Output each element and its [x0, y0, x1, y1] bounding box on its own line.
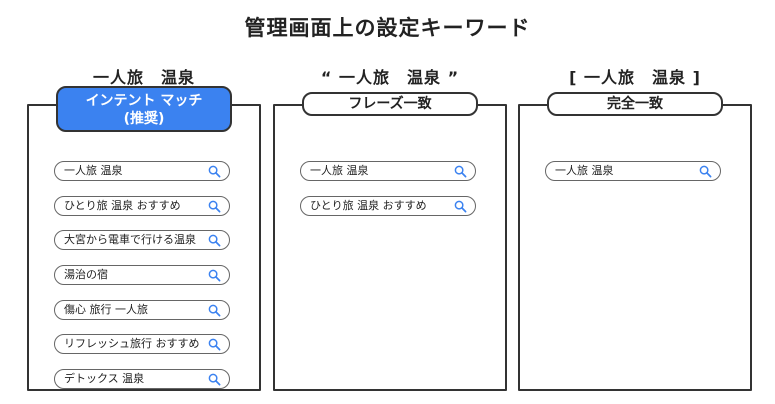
- search-box[interactable]: 大宮から電車で行ける温泉: [54, 230, 230, 251]
- search-icon: [208, 200, 221, 213]
- page-title: 管理画面上の設定キーワード: [244, 16, 531, 40]
- search-box[interactable]: 湯治の宿: [54, 265, 230, 286]
- match-type-tag: インテント マッチ (推奨): [56, 86, 232, 132]
- keyword-list: 一人旅 温泉 ひとり旅 温泉 おすすめ: [300, 161, 476, 230]
- search-box-text: 一人旅 温泉: [555, 164, 614, 177]
- keyword-list: 一人旅 温泉: [545, 161, 721, 196]
- search-icon: [208, 165, 221, 178]
- search-box-text: 一人旅 温泉: [310, 164, 369, 177]
- column-exact-match: [ 一人旅 温泉 ] 一人旅 温泉 完全一致: [518, 64, 752, 404]
- search-box-text: 大宮から電車で行ける温泉: [64, 233, 196, 247]
- search-box[interactable]: ひとり旅 温泉 おすすめ: [54, 195, 230, 216]
- search-icon: [699, 165, 712, 178]
- search-box-text: リフレッシュ旅行 おすすめ: [64, 337, 200, 351]
- column-heading: [ 一人旅 温泉 ]: [569, 68, 701, 87]
- match-type-note: (推奨): [123, 111, 165, 127]
- search-icon: [208, 304, 221, 317]
- search-box[interactable]: 一人旅 温泉: [300, 161, 476, 181]
- keyword-frame: 一人旅 温泉: [518, 104, 752, 391]
- search-icon: [454, 165, 467, 178]
- search-box[interactable]: 一人旅 温泉: [545, 161, 721, 181]
- search-box-text: ひとり旅 温泉 おすすめ: [310, 198, 427, 212]
- search-box-text: デトックス 温泉: [64, 372, 145, 386]
- search-box-text: 一人旅 温泉: [64, 164, 123, 177]
- column-heading: “ 一人旅 温泉 ”: [320, 68, 460, 87]
- keyword-frame: 一人旅 温泉 ひとり旅 温泉 おすすめ 大宮から電車で行ける温泉 湯治の宿 傷心…: [27, 104, 261, 391]
- search-box-text: ひとり旅 温泉 おすすめ: [64, 198, 181, 212]
- search-icon: [454, 200, 467, 213]
- keyword-frame: 一人旅 温泉 ひとり旅 温泉 おすすめ: [273, 104, 507, 391]
- search-icon: [208, 339, 221, 351]
- search-box-text: 湯治の宿: [64, 268, 108, 282]
- column-heading: 一人旅 温泉: [92, 68, 195, 87]
- search-box[interactable]: リフレッシュ旅行 おすすめ: [54, 334, 230, 355]
- search-box[interactable]: デトックス 温泉: [54, 369, 230, 390]
- keyword-list: 一人旅 温泉 ひとり旅 温泉 おすすめ 大宮から電車で行ける温泉 湯治の宿 傷心…: [54, 161, 230, 404]
- column-phrase-match: “ 一人旅 温泉 ” 一人旅 温泉 ひとり旅 温泉 おすすめ フレーズ一致: [273, 64, 507, 404]
- search-icon: [208, 235, 221, 247]
- match-type-tag: フレーズ一致: [302, 92, 478, 116]
- search-icon: [208, 269, 221, 282]
- search-box[interactable]: ひとり旅 温泉 おすすめ: [300, 195, 476, 216]
- match-type-tag: 完全一致: [547, 92, 723, 116]
- search-box-text: 傷心 旅行 一人旅: [64, 302, 148, 316]
- search-box[interactable]: 傷心 旅行 一人旅: [54, 299, 230, 320]
- column-intent-match: 一人旅 温泉 一人旅 温泉 ひとり旅 温泉 おすすめ 大宮から電車で行ける温泉 …: [27, 64, 261, 404]
- search-box[interactable]: 一人旅 温泉: [54, 161, 230, 181]
- match-type-label: インテント マッチ: [85, 93, 203, 109]
- search-icon: [208, 373, 221, 386]
